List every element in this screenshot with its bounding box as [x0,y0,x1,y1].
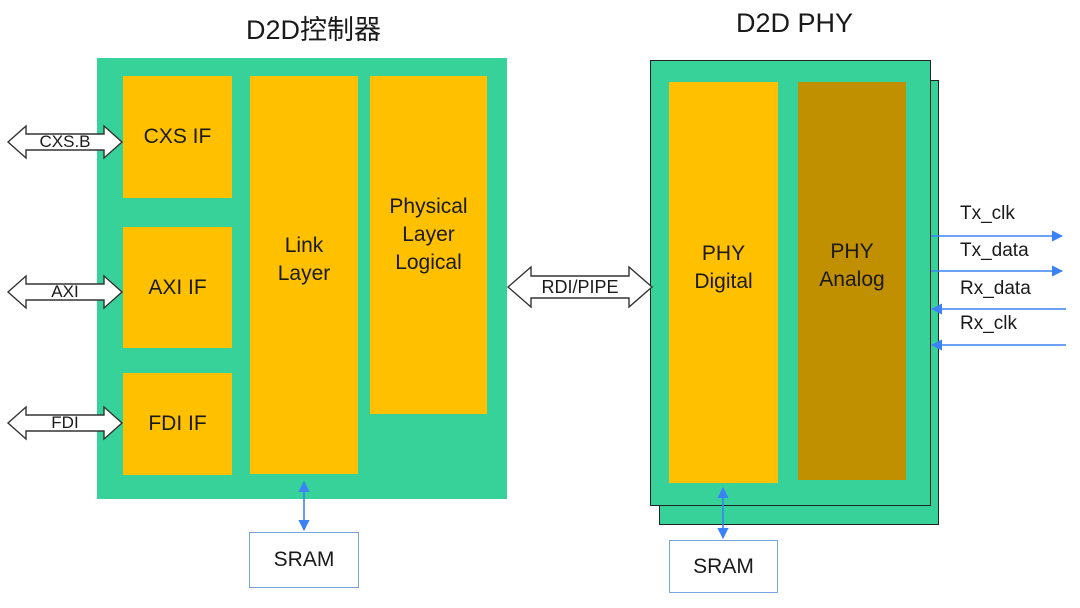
fdi-if-block: FDI IF [123,373,232,475]
cxs-port-arrow [6,124,124,160]
cxs-port-label: CXS.B [39,132,91,151]
controller-title: D2D控制器 [246,15,382,45]
axi-port-arrow [6,274,124,310]
axi-port-label: AXI [51,282,79,301]
phy-title: D2D PHY [736,8,854,38]
fdi-port-label: FDI [51,413,79,432]
tx-clk-label: Tx_clk [960,203,1015,224]
rx-data-label: Rx_data [960,278,1031,299]
link-layer-block: Link Layer [250,76,358,474]
fdi-port-arrow [6,405,124,441]
phy-analog-block: PHY Analog [798,82,906,480]
rdi-pipe-label: RDI/PIPE [541,276,619,297]
phy-sram: SRAM [669,540,778,593]
cxs-if-block: CXS IF [123,76,232,198]
phy-digital-block: PHY Digital [669,82,778,483]
physical-layer-logical-block: Physical Layer Logical [370,76,487,414]
controller-sram: SRAM [249,532,359,588]
rdi-pipe-arrow [506,265,654,309]
rx-clk-label: Rx_clk [960,313,1018,334]
tx-data-label: Tx_data [960,240,1029,261]
axi-if-block: AXI IF [123,227,232,348]
